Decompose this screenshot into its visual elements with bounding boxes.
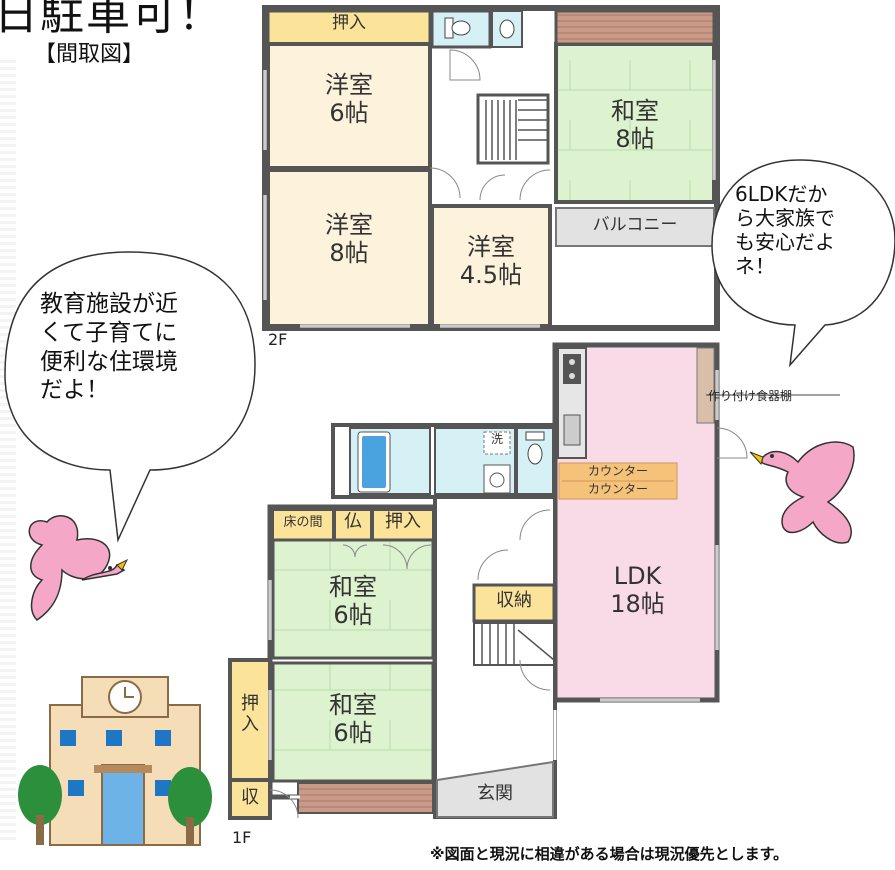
label-1f-ldk-size: 18帖 [610, 589, 665, 618]
bird-icon [749, 441, 855, 544]
label-2f-oshiire: 押入 [332, 13, 366, 33]
bubble-right-line-2: ら大家族で [735, 206, 835, 230]
room-2f-washitsu-tokonoma [554, 9, 716, 46]
room-2f-yoshitsu-6 [266, 42, 432, 170]
door-arc [449, 49, 481, 81]
label-2f-yoshitsu-8: 洋室 8帖 [268, 211, 430, 267]
tree-icon [168, 767, 212, 845]
label-1f-genkan: 玄関 [477, 783, 513, 804]
label-2f-washitsu-8-size: 8帖 [615, 124, 655, 153]
door-arc [519, 169, 551, 201]
label-built-in-shelf: 作り付け食器棚 [708, 389, 793, 403]
bubble-left-text: 教育施設が近 くて子育てに 便利な住環境 だよ！ [40, 290, 178, 405]
label-2f-washitsu-8: 和室 8帖 [556, 97, 714, 153]
label-1f-oshiire-side-2: 入 [241, 713, 259, 735]
label-1f-oshiire-side-1: 押 [241, 693, 259, 714]
label-washing: 洗 [490, 432, 503, 446]
kitchen-sink [563, 414, 581, 446]
label-1f-washitsu-lower: 和室 6帖 [273, 691, 433, 747]
school-icon [18, 676, 212, 846]
label-1f-washitsu-upper: 和室 6帖 [273, 573, 433, 629]
page-edge [0, 60, 16, 840]
room-1f-tokonoma [272, 509, 334, 541]
label-1f-tokonoma: 床の間 [283, 515, 323, 530]
label-2f-yoshitsu-6-size: 6帖 [329, 98, 369, 127]
room-1f-washitsu-upper [271, 538, 435, 660]
room-1f-washitsu-lower [271, 661, 435, 783]
label-2f-yoshitsu-6-name: 洋室 [325, 71, 373, 99]
label-1f-oshiire-side: 押 入 [232, 693, 268, 735]
label-counter-2: カウンター [587, 482, 648, 496]
label-1f-oshiire: 押入 [385, 511, 421, 532]
speech-bubble-right [711, 159, 895, 368]
toilet-icon [525, 431, 545, 465]
bubble-left-line-1: 教育施設が近 [40, 291, 178, 317]
bubble-right-line-1: 6LDKだか [735, 182, 828, 206]
bird-icon [28, 515, 129, 621]
label-2f-balcony: バルコニー [592, 215, 678, 235]
bathtub-icon [357, 431, 391, 493]
clock-icon [108, 680, 142, 714]
label-1f-washitsu-lower-size: 6帖 [333, 718, 373, 747]
stairs-icon [473, 622, 555, 666]
bubble-right-line-3: も安心だよ [735, 230, 835, 254]
label-1f-butsudan: 仏 [344, 511, 362, 532]
bubble-left-line-2: くて子育てに [40, 319, 178, 346]
label-2f-yoshitsu-45-name: 洋室 [467, 233, 515, 261]
floor-label-2f: 2F [268, 330, 288, 349]
floor-2f [262, 5, 720, 331]
label-1f-washitsu-lower-name: 和室 [329, 691, 377, 719]
label-2f-yoshitsu-6: 洋室 6帖 [268, 71, 430, 127]
stove-icon [563, 354, 581, 384]
bubble-right-line-4: ネ！ [735, 254, 775, 278]
door-arc [479, 174, 506, 201]
label-2f-yoshitsu-8-size: 8帖 [329, 238, 369, 267]
room-2f-yoshitsu-45 [430, 204, 552, 328]
floor-label-1f: 1F [232, 828, 252, 847]
label-1f-shu: 収 [241, 787, 259, 808]
sink-icon [483, 464, 511, 494]
label-2f-yoshitsu-8-name: 洋室 [325, 211, 373, 239]
speech-bubble-left [4, 251, 256, 543]
washing-machine [483, 431, 511, 455]
label-2f-yoshitsu-45-size: 4.5帖 [459, 260, 523, 289]
header-title-fragment: 日駐車可！ [0, 0, 224, 40]
label-1f-ldk-name: LDK [613, 562, 662, 590]
bubble-right-text: 6LDKだか ら大家族で も安心だよ ネ！ [735, 182, 835, 278]
room-2f-balcony [555, 207, 715, 247]
label-1f-ldk: LDK 18帖 [560, 562, 715, 618]
label-2f-washitsu-8-name: 和室 [611, 97, 659, 125]
room-1f-genkan [436, 760, 554, 818]
tree-icon [18, 765, 62, 845]
label-1f-washitsu-upper-name: 和室 [329, 573, 377, 601]
toilet-icon [444, 17, 471, 39]
label-2f-yoshitsu-45: 洋室 4.5帖 [432, 233, 550, 289]
bubble-left-line-4: だよ！ [40, 377, 109, 404]
room-2f-oshiire [266, 9, 432, 46]
label-1f-shuno: 収納 [496, 590, 532, 611]
room-2f-washitsu-8 [554, 42, 716, 204]
door-arc [429, 167, 461, 199]
stairs-icon [476, 93, 550, 165]
bubble-left-line-3: 便利な住環境 [40, 348, 178, 375]
room-1f-butsudan [334, 509, 372, 541]
sink-icon [499, 19, 515, 39]
room-1f-shuno [472, 583, 556, 623]
footer-note: ※図面と現況に相違がある場合は現況優先とします。 [430, 845, 789, 863]
room-1f-engawa [297, 782, 434, 814]
floor-1f [228, 342, 840, 820]
room-1f-oshiire [372, 509, 434, 541]
plan-caption: 【間取図】 [34, 42, 145, 67]
room-1f-shu [228, 778, 272, 820]
label-1f-washitsu-upper-size: 6帖 [333, 600, 373, 629]
built-in-shelf [696, 347, 715, 424]
label-counter-1: カウンター [587, 464, 648, 478]
